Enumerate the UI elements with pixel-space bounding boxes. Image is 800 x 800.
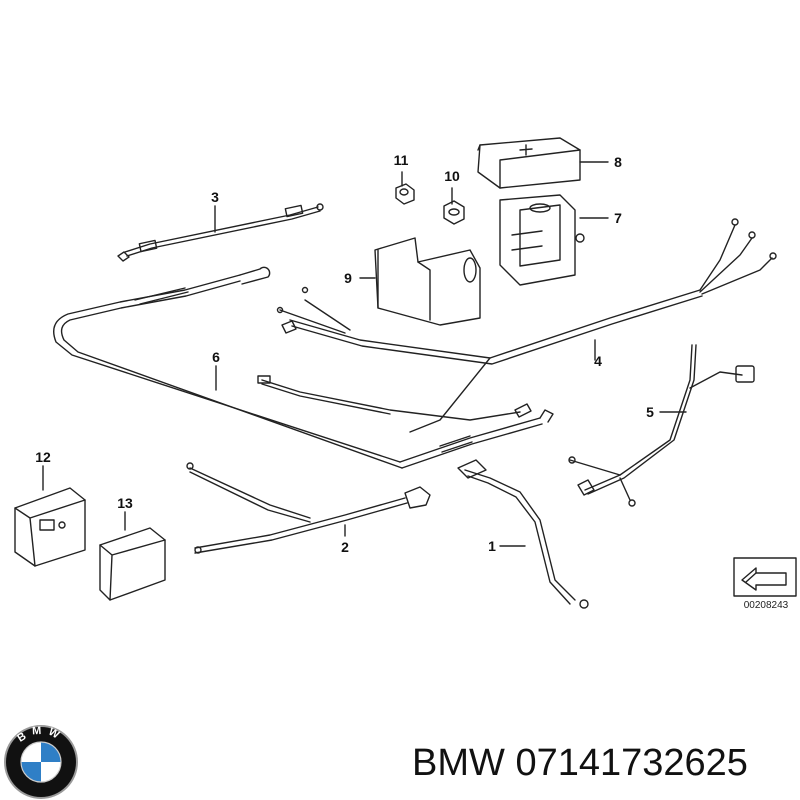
- part-5-cable: [568, 344, 755, 507]
- part-7-terminal: [499, 194, 585, 286]
- part-6-cable: [53, 266, 554, 469]
- part-12-housing: [14, 487, 86, 567]
- callout-3: 3: [211, 189, 219, 205]
- callout-9: 9: [344, 270, 352, 286]
- part-1-cable: [457, 459, 589, 609]
- callout-11: 11: [394, 152, 409, 168]
- part-13-cover: [99, 527, 166, 601]
- callout-10: 10: [444, 168, 460, 184]
- bmw-logo: BMW: [4, 725, 78, 799]
- part-4-harness: [276, 218, 777, 433]
- part-10-nut: [443, 200, 465, 225]
- brand-name: BMW: [412, 742, 505, 784]
- part-3-cable: [117, 203, 324, 262]
- callout-6: 6: [212, 349, 220, 365]
- reference-icon: [733, 557, 797, 597]
- callout-2: 2: [341, 539, 349, 555]
- part-8-cover: [477, 137, 581, 189]
- part-11-nut: [395, 183, 415, 205]
- wiring-diagram: 3 9 6 4 5 7 8 10 11 12 13 2 1: [14, 137, 797, 609]
- callout-7: 7: [614, 210, 622, 226]
- callout-4: 4: [594, 353, 602, 369]
- callout-1: 1: [488, 538, 496, 554]
- callout-13: 13: [117, 495, 133, 511]
- callout-5: 5: [646, 404, 654, 420]
- part-2-cable: [186, 462, 431, 554]
- callout-8: 8: [614, 154, 622, 170]
- callout-12: 12: [35, 449, 51, 465]
- part-caption: BMW 07141732625: [412, 738, 797, 788]
- part-number: 07141732625: [515, 742, 748, 784]
- reference-code: 00208243: [743, 600, 789, 611]
- leader-lines: [42, 161, 687, 547]
- part-9-bracket: [374, 237, 481, 326]
